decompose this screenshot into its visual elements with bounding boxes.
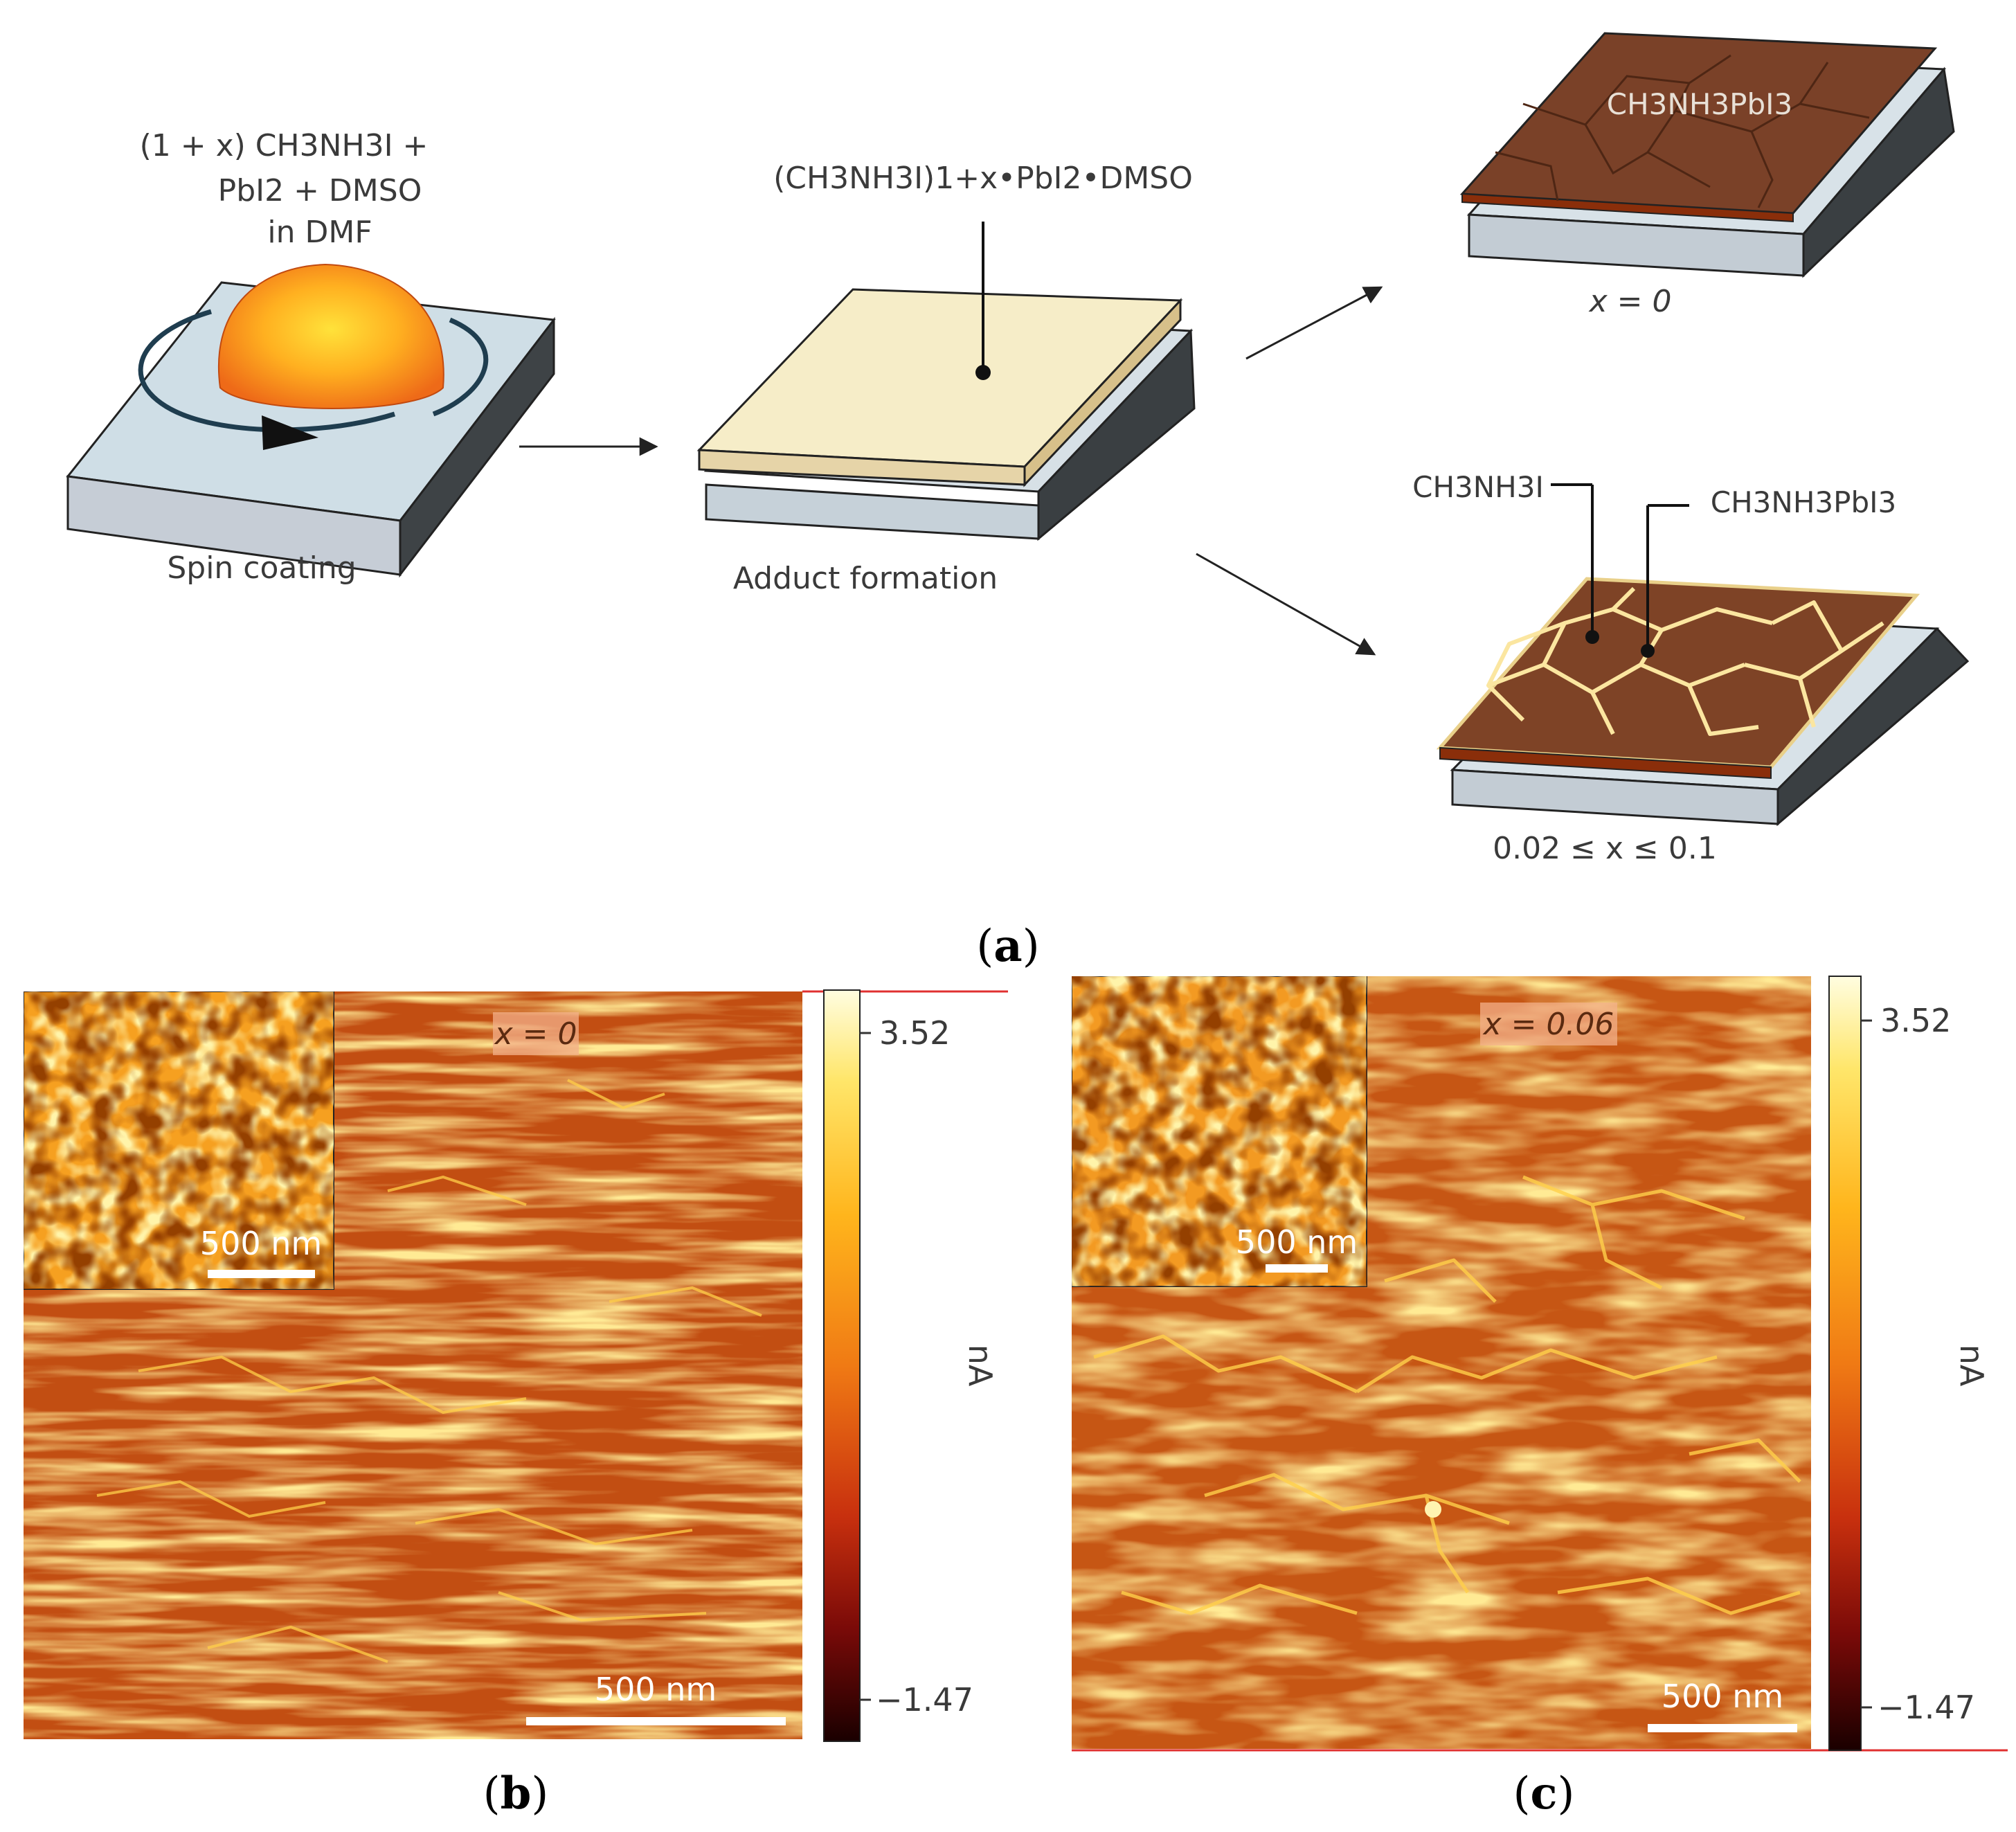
x0-grain-boundaries (1495, 54, 1870, 208)
excess-film-front (1439, 746, 1772, 780)
reagent-line-1: (1 + x) CH3NH3I + (140, 128, 429, 163)
tag-box-b (493, 1012, 579, 1055)
panel-c: 500 nm x = 0.06 500 nm 3.52 −1.47 nA (c) (1072, 976, 2008, 1820)
colorbar-b (823, 989, 861, 1742)
spin-arrow-head (262, 415, 318, 450)
spin-coating-label: Spin coating (167, 550, 356, 586)
spin-arrow-back (432, 317, 489, 417)
perovskite-pointer-dot (1641, 644, 1655, 658)
afm-bright-boundaries-b (96, 1079, 762, 1663)
colorbar-min-b: −1.47 (876, 1681, 973, 1718)
colorbar-c (1828, 976, 1862, 1751)
afm-map-c: 500 nm x = 0.06 500 nm (1072, 976, 1811, 1749)
x0-film-front (1461, 192, 1794, 223)
adduct-substrate-side (1037, 328, 1196, 541)
colorbar-unit-c: nA (1953, 1345, 1990, 1387)
bright-spot-c (1425, 1501, 1441, 1518)
excess-grain-boundaries (1486, 586, 1884, 736)
x0-substrate-side (1802, 66, 1955, 278)
substrate-side (399, 316, 555, 578)
adduct-formation-step: (CH3NH3I)1+x•PbI2•DMSO Adduct formation (696, 161, 1196, 596)
colorbar-unit-b: nA (962, 1345, 999, 1387)
adduct-formation-label: Adduct formation (733, 561, 998, 596)
reagent-line-2: PbI2 + DMSO (218, 173, 422, 208)
adduct-substrate-front (705, 483, 1040, 540)
tag-b: x = 0 (494, 1016, 577, 1052)
inset-scale-label-b: 500 nm (200, 1225, 322, 1262)
afm-map-b: 500 nm x = 0 500 nm (24, 991, 802, 1739)
x0-film-label: CH3NH3PbI3 (1607, 87, 1792, 121)
adduct-film-side (1023, 298, 1182, 487)
colorbar-min-c: −1.47 (1878, 1689, 1975, 1726)
caption-b: (b) (483, 1768, 549, 1820)
afm-bright-boundaries-c (1093, 1175, 1801, 1615)
inset-shadow-c (1072, 976, 1367, 1286)
panel-b: 500 nm x = 0 500 nm 3.52 −1.47 nA (b) (24, 989, 1008, 1820)
tag-c: x = 0.06 (1482, 1007, 1614, 1042)
precursor-droplet (218, 263, 444, 409)
spin-coating-step: (1 + x) CH3NH3I + PbI2 + DMSO in DMF Spi… (66, 128, 556, 586)
tag-box-c (1480, 1003, 1617, 1045)
main-scale-label-b: 500 nm (595, 1671, 717, 1708)
caption-c: (c) (1513, 1768, 1575, 1820)
panel-a: (1 + x) CH3NH3I + PbI2 + DMSO in DMF Spi… (66, 32, 1970, 972)
perovskite-label: CH3NH3PbI3 (1711, 485, 1896, 519)
inset-scale-label-c: 500 nm (1236, 1223, 1358, 1261)
arrow-to-excess-film (1196, 553, 1376, 656)
result-excess: CH3NH3I CH3NH3PbI3 0.02 ≤ x ≤ 0.1 (1412, 470, 1970, 866)
main-scale-label-c: 500 nm (1662, 1678, 1783, 1715)
adduct-pointer-dot (975, 365, 991, 380)
excess-substrate-side (1776, 627, 1970, 827)
inset-shadow-b (24, 991, 334, 1289)
x0-condition: x = 0 (1588, 284, 1672, 319)
caption-a: (a) (976, 920, 1039, 972)
arrow-to-pure-film (1245, 286, 1383, 360)
reagent-line-3: in DMF (267, 215, 372, 250)
adduct-formula: (CH3NH3I)1+x•PbI2•DMSO (773, 161, 1193, 196)
result-x0: CH3NH3PbI3 x = 0 (1459, 32, 1955, 319)
excess-condition: 0.02 ≤ x ≤ 0.1 (1493, 831, 1717, 866)
colorbar-max-b: 3.52 (879, 1014, 950, 1052)
mai-label: CH3NH3I (1412, 470, 1544, 504)
colorbar-max-c: 3.52 (1880, 1002, 1951, 1039)
mai-pointer-dot (1585, 630, 1599, 644)
spin-arrow-front (138, 309, 396, 433)
